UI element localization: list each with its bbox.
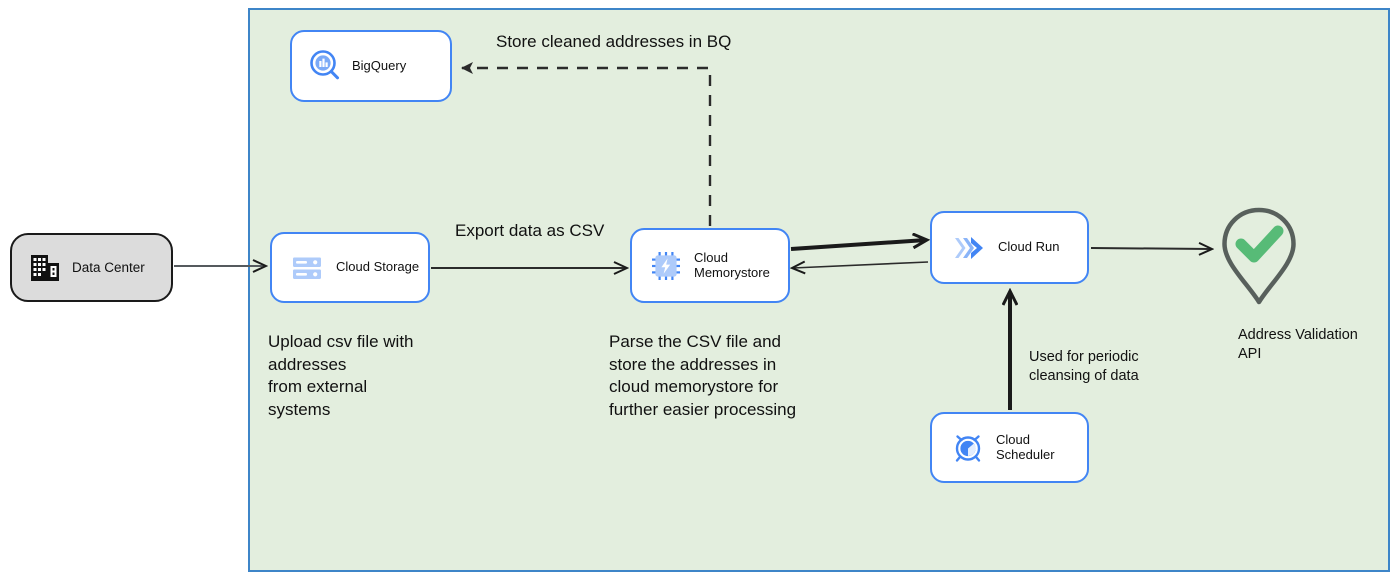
label-upload-csv-file: Upload csv file with addresses from exte… — [268, 332, 414, 419]
node-cloud-run[interactable]: Cloud Run — [930, 211, 1089, 284]
edge-cloud-run-to-memorystore — [793, 262, 929, 268]
node-data-center[interactable]: Data Center — [10, 233, 173, 302]
location-pin-check-icon — [1222, 207, 1296, 305]
node-cloud-memorystore[interactable]: Cloud Memorystore — [630, 228, 790, 303]
label-parse-csv-file: Parse the CSV file and store the address… — [609, 332, 797, 419]
label-address-validation-api-caption: Address Validation API — [1238, 327, 1358, 363]
cloud-run-icon — [950, 233, 988, 263]
node-cloud-scheduler[interactable]: Cloud Scheduler — [930, 412, 1089, 483]
cloud-storage-icon — [290, 253, 324, 283]
node-cloud-run-label: Cloud Run — [998, 239, 1060, 255]
node-cloud-storage-label: Cloud Storage — [336, 259, 420, 275]
label-store-cleaned-addresses-in-bq: Store cleaned addresses in BQ — [496, 32, 732, 51]
label-export-data-as-csv: Export data as CSV — [455, 221, 605, 240]
node-cloud-memorystore-label: Cloud Memorystore — [694, 249, 770, 280]
node-address-validation-api[interactable] — [1216, 206, 1302, 306]
data-center-icon — [28, 254, 62, 282]
node-cloud-storage[interactable]: Cloud Storage — [270, 232, 430, 303]
node-data-center-label: Data Center — [72, 259, 145, 275]
gcp-boundary-container — [248, 8, 1390, 572]
edge-memorystore-to-bigquery — [461, 62, 712, 226]
label-used-for-periodic-cleansing: Used for periodic cleansing of data — [1029, 349, 1139, 385]
cloud-memorystore-icon — [648, 250, 684, 282]
edge-memorystore-to-cloud-run — [790, 240, 926, 251]
node-cloud-scheduler-label: Cloud Scheduler — [996, 431, 1055, 462]
bigquery-icon — [306, 49, 344, 83]
edge-cloud-run-to-address-validation — [1090, 248, 1211, 249]
node-bigquery-label: BigQuery — [352, 57, 407, 73]
node-bigquery[interactable]: BigQuery — [290, 30, 452, 102]
cloud-scheduler-icon — [950, 432, 986, 464]
